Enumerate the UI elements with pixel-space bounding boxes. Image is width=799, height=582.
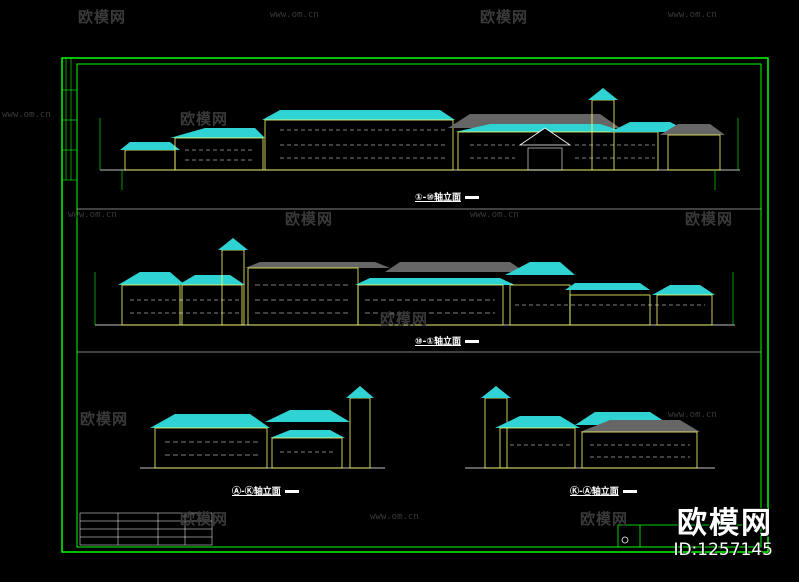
watermark: 欧模网 [480, 8, 529, 26]
watermark-url: www.om.cn [668, 410, 717, 420]
watermark: 欧模网 [180, 510, 229, 528]
elevation-2-title: ⑩-①轴立面 [415, 334, 479, 347]
watermark-url: www.om.cn [68, 210, 117, 220]
watermark-url: www.om.cn [470, 210, 519, 220]
elevation-1 [100, 88, 740, 171]
watermark-url: www.om.cn [370, 512, 419, 522]
scale-bar [465, 340, 479, 343]
watermark-url: www.om.cn [2, 110, 51, 120]
title-block-right [617, 524, 762, 548]
elevation-1-title: ①-⑩轴立面 [415, 190, 479, 203]
title-block [79, 512, 213, 546]
elevation-1-number: ①-⑩ [415, 193, 434, 203]
scale-bar [622, 490, 637, 493]
watermark-url: www.om.cn [270, 10, 319, 20]
elevation-1-label: 轴立面 [433, 193, 461, 203]
watermark-url: www.om.cn [668, 10, 717, 20]
scale-bar [284, 490, 299, 493]
elevation-2-windows [130, 284, 705, 314]
elevation-2-number: ⑩-① [415, 337, 434, 347]
watermark: 欧模网 [380, 310, 429, 328]
elevation-3-number: Ⓐ-Ⓚ [232, 487, 254, 497]
elevation-2-dims [94, 272, 734, 325]
elevation-4-label: 轴立面 [591, 487, 619, 497]
watermark: 欧模网 [580, 510, 629, 528]
watermark: 欧模网 [78, 8, 127, 26]
elevation-3-label: 轴立面 [253, 487, 281, 497]
elevation-2 [95, 238, 735, 326]
scale-bar [465, 196, 479, 199]
elevation-4 [465, 386, 715, 469]
elevation-1-windows [185, 129, 655, 161]
inner-frame [76, 63, 762, 548]
watermark: 欧模网 [80, 410, 129, 428]
outer-frame [61, 57, 769, 553]
watermark: 欧模网 [180, 110, 229, 128]
brand-logo: 欧模网 [677, 506, 773, 541]
elevation-4-number: Ⓚ-Ⓐ [570, 487, 592, 497]
elevation-3 [140, 386, 385, 469]
elevation-4-windows [510, 444, 690, 458]
elevation-3-title: Ⓐ-Ⓚ轴立面 [232, 484, 299, 497]
binding-strip [62, 58, 77, 181]
elevation-4-title: Ⓚ-Ⓐ轴立面 [570, 484, 637, 497]
watermark: 欧模网 [685, 210, 734, 228]
watermark: 欧模网 [285, 210, 334, 228]
elevation-1-dims [99, 118, 739, 190]
elevation-3-windows [165, 441, 335, 456]
asset-id: ID:1257145 [673, 540, 773, 560]
elevation-2-label: 轴立面 [433, 337, 461, 347]
